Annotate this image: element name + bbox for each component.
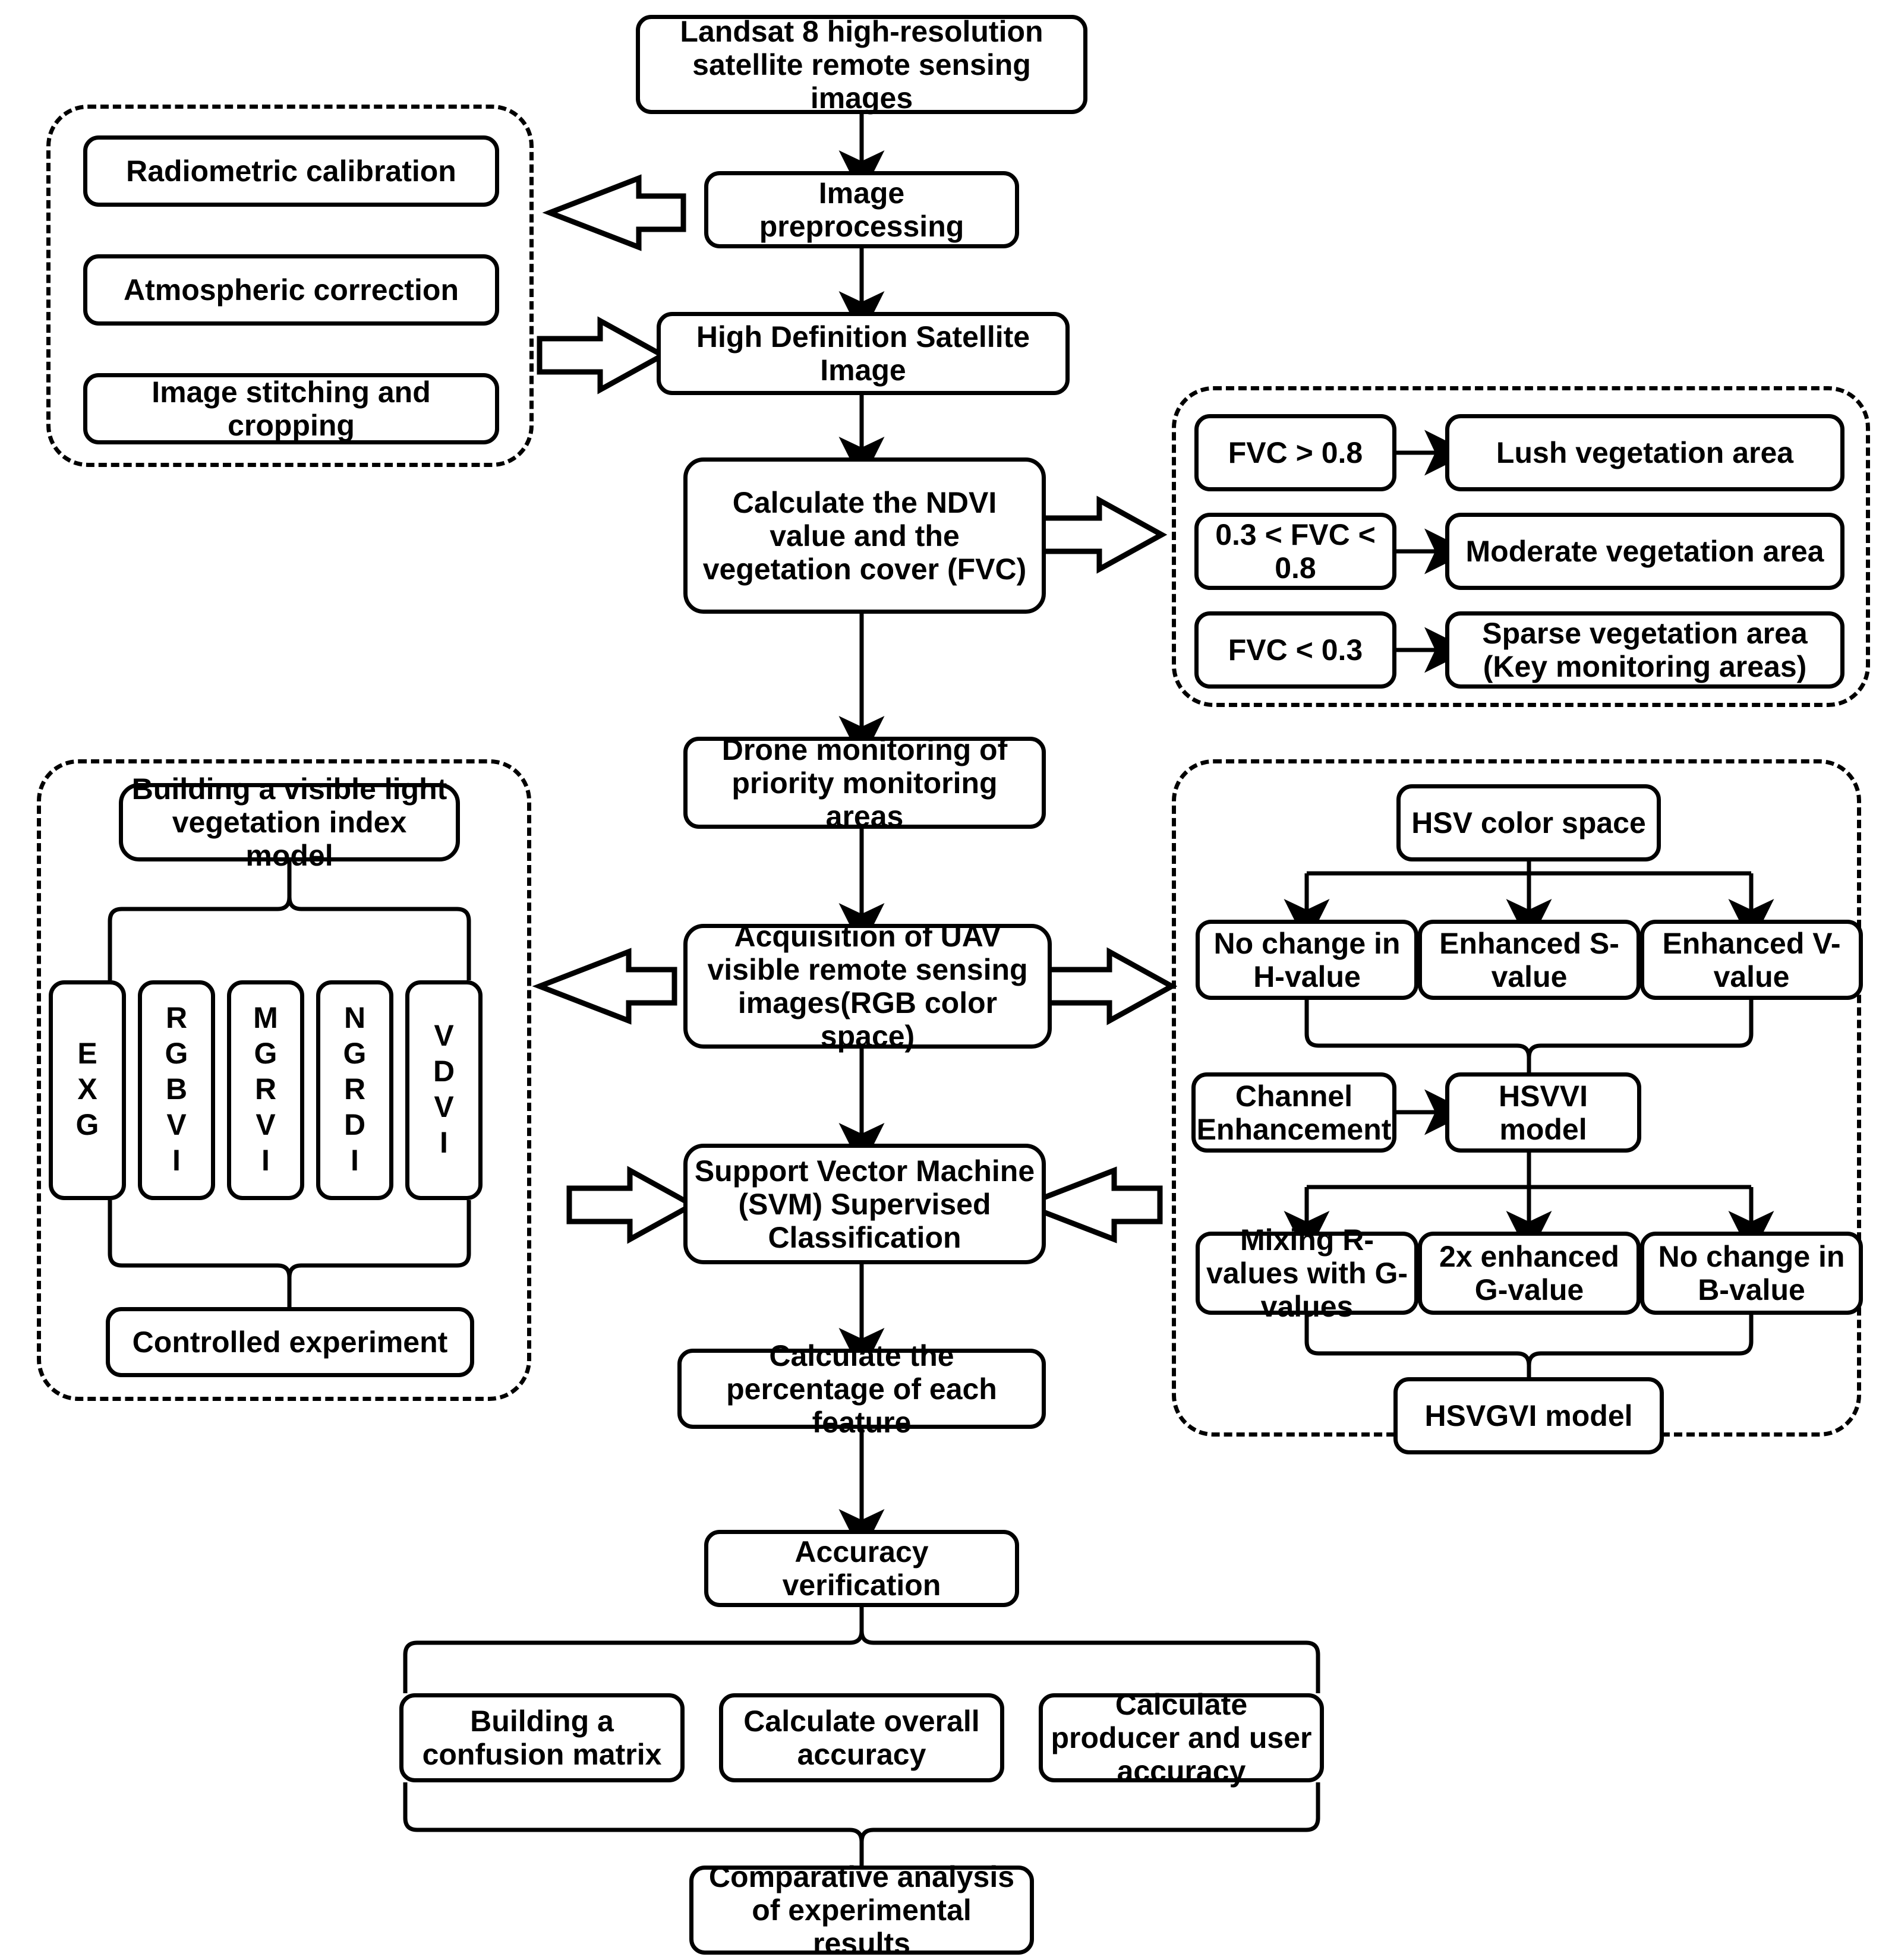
node-index-mgrvi[interactable]: MGRVI <box>227 980 304 1200</box>
index-label-exg: EXG <box>71 1037 104 1144</box>
node-index-rgbvi[interactable]: RGBVI <box>138 980 215 1200</box>
node-atmospheric-correction[interactable]: Atmospheric correction <box>83 254 499 326</box>
block-arrow-vi-to-svm <box>566 1166 698 1244</box>
index-label-vdvi: VDVI <box>427 1019 461 1162</box>
node-rgb-g-enhanced[interactable]: 2x enhanced G-value <box>1418 1232 1641 1315</box>
node-radiometric-calibration[interactable]: Radiometric calibration <box>83 135 499 207</box>
node-index-vdvi[interactable]: VDVI <box>405 980 483 1200</box>
bracket-accuracy-right <box>859 1630 1320 1693</box>
fvc-group-boundary <box>1172 386 1870 707</box>
node-fvc-condition-low[interactable]: FVC < 0.3 <box>1194 611 1396 689</box>
node-hd-satellite-image[interactable]: High Definition Satellite Image <box>657 312 1070 395</box>
node-hsvvi-model[interactable]: HSVVI model <box>1445 1072 1641 1153</box>
node-rgb-r-mix[interactable]: Mixing R-values with G-values <box>1196 1223 1418 1323</box>
preprocessing-group-boundary <box>46 105 534 467</box>
node-index-ngrdi[interactable]: NGRDI <box>316 980 393 1200</box>
block-arrow-to-fvc-group <box>1036 495 1168 574</box>
block-arrow-to-preprocessing-group <box>542 174 686 251</box>
node-hsv-color-space[interactable]: HSV color space <box>1396 784 1661 861</box>
index-label-ngrdi: NGRDI <box>338 1001 371 1179</box>
bracket-vi-right <box>287 897 471 980</box>
node-drone-monitoring[interactable]: Drone monitoring of priority monitoring … <box>683 733 1046 833</box>
node-fvc-result-moderate[interactable]: Moderate vegetation area <box>1445 513 1844 590</box>
node-fvc-condition-high[interactable]: FVC > 0.8 <box>1194 414 1396 491</box>
node-image-preprocessing[interactable]: Image preprocessing <box>704 171 1019 248</box>
block-arrow-to-hsv-group <box>1046 947 1178 1025</box>
bracket-accuracy-left <box>403 1607 864 1693</box>
block-arrow-to-vi-group <box>532 948 677 1025</box>
index-label-mgrvi: MGRVI <box>249 1001 282 1179</box>
node-index-exg[interactable]: EXG <box>49 980 126 1200</box>
bracket-accuracy-merge-left <box>403 1782 864 1866</box>
node-uav-acquisition[interactable]: Acquisition of UAV visible remote sensin… <box>683 920 1052 1053</box>
node-rgb-b-unchanged[interactable]: No change in B-value <box>1640 1232 1863 1315</box>
node-svm-classification[interactable]: Support Vector Machine (SVM) Supervised … <box>683 1144 1046 1264</box>
block-arrow-hsv-to-svm <box>1017 1166 1163 1243</box>
node-hsv-v-channel[interactable]: Enhanced V-value <box>1640 920 1863 1000</box>
node-fvc-result-lush[interactable]: Lush vegetation area <box>1445 414 1844 491</box>
node-image-stitching-cropping[interactable]: Image stitching and cropping <box>83 373 499 444</box>
node-hsvgvi-model[interactable]: HSVGVI model <box>1393 1377 1664 1454</box>
node-calculate-percentage[interactable]: Calculate the percentage of each feature <box>677 1339 1046 1439</box>
node-channel-enhancement[interactable]: Channel Enhancement <box>1191 1072 1396 1153</box>
node-landsat-images[interactable]: Landsat 8 high-resolution satellite remo… <box>636 15 1087 115</box>
node-fvc-condition-mid[interactable]: 0.3 < FVC < 0.8 <box>1194 513 1396 590</box>
index-label-rgbvi: RGBVI <box>160 1001 193 1179</box>
node-vi-model-title[interactable]: Building a visible light vegetation inde… <box>119 772 460 872</box>
node-accuracy-verification[interactable]: Accuracy verification <box>704 1530 1019 1607</box>
bracket-vi-merge-right <box>287 1200 471 1278</box>
bracket-hsv-merge-right <box>1527 1000 1754 1058</box>
node-calculate-ndvi-fvc[interactable]: Calculate the NDVI value and the vegetat… <box>683 457 1046 614</box>
block-arrow-from-preprocessing-group <box>537 316 669 394</box>
vegetation-index-group-boundary <box>37 759 531 1401</box>
bracket-rgb-merge-right <box>1527 1315 1754 1366</box>
bracket-accuracy-merge-right <box>859 1782 1320 1842</box>
node-producer-user-accuracy[interactable]: Calculate producer and user accuracy <box>1039 1688 1324 1788</box>
node-overall-accuracy[interactable]: Calculate overall accuracy <box>719 1693 1004 1782</box>
node-hsv-s-channel[interactable]: Enhanced S-value <box>1418 920 1641 1000</box>
node-fvc-result-sparse[interactable]: Sparse vegetation area (Key monitoring a… <box>1445 611 1844 689</box>
node-controlled-experiment[interactable]: Controlled experiment <box>106 1307 474 1377</box>
node-confusion-matrix[interactable]: Building a confusion matrix <box>399 1693 685 1782</box>
node-comparative-analysis[interactable]: Comparative analysis of experimental res… <box>689 1860 1034 1960</box>
node-hsv-h-channel[interactable]: No change in H-value <box>1196 920 1418 1000</box>
